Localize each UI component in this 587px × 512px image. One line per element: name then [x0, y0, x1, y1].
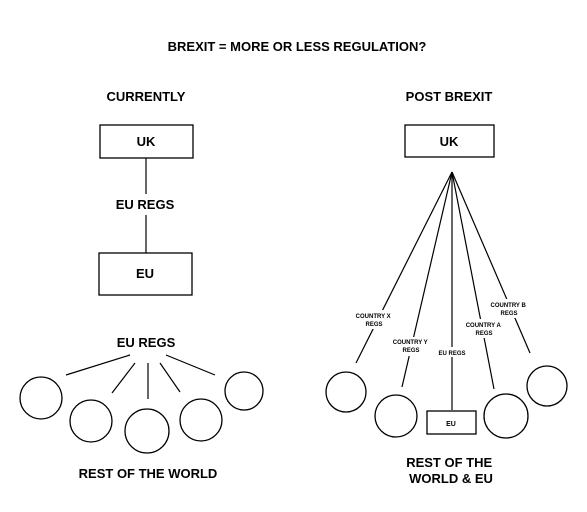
country-y-regs-label: COUNTRY Y REGS: [393, 340, 429, 354]
world-country-circle: [483, 393, 529, 439]
world-country-circle: [224, 371, 264, 411]
link-to-country-1: [65, 354, 131, 376]
eu-regs-label-1: EU REGS: [116, 197, 175, 212]
eu-box-post-label: EU: [446, 421, 456, 428]
world-country-circle: [179, 398, 223, 442]
uk-box-current: [99, 124, 194, 159]
eu-regs-label-2: EU REGS: [117, 335, 176, 350]
currently-heading: CURRENTLY: [107, 89, 186, 104]
uk-box-current-label: UK: [137, 134, 156, 149]
currently-panel: CURRENTLY UK EU REGS EU EU REGS REST OF …: [19, 89, 264, 481]
world-country-circle: [374, 394, 418, 438]
eu-box-current-label: EU: [136, 266, 154, 281]
eu-regs-small-label: EU REGS: [438, 351, 465, 357]
country-a-regs-label: COUNTRY A REGS: [466, 323, 503, 337]
world-country-circle: [124, 408, 170, 454]
post-brexit-panel: POST BREXIT UK COUNTRY X REGS COUNTRY Y …: [325, 89, 568, 486]
country-x-regs-label: COUNTRY X REGS: [356, 314, 393, 328]
country-b-regs-label: COUNTRY B REGS: [490, 303, 527, 317]
post-brexit-heading: POST BREXIT: [406, 89, 493, 104]
diagram-title: BREXIT = MORE OR LESS REGULATION?: [168, 39, 427, 54]
world-country-circle: [526, 365, 568, 407]
link-to-country-4: [159, 362, 181, 393]
link-country-x: [355, 171, 453, 364]
link-to-country-2: [111, 362, 136, 394]
world-country-circle: [69, 399, 113, 443]
link-country-b: [451, 171, 531, 354]
eu-box-current: [98, 252, 193, 296]
uk-box-post: [404, 124, 495, 158]
world-country-circle: [19, 376, 63, 420]
world-country-circle: [325, 371, 367, 413]
link-country-a: [451, 171, 495, 390]
rest-of-world-eu-caption: REST OF THE WORLD & EU: [406, 455, 496, 486]
uk-box-post-label: UK: [440, 134, 459, 149]
eu-box-post: [426, 410, 477, 435]
rest-of-world-caption: REST OF THE WORLD: [79, 466, 218, 481]
link-to-country-5: [165, 354, 216, 376]
